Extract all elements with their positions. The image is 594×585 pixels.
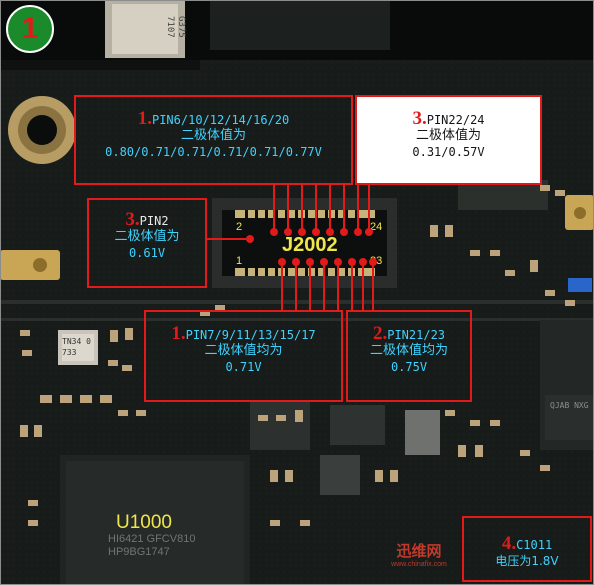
annotation-number: 4. <box>501 533 517 554</box>
annotation-desc: 二极体值为 <box>180 128 246 143</box>
pin-marker <box>320 258 328 266</box>
soc-label: U1000 <box>116 512 172 533</box>
annotation-pin-group-3-left: 3.PIN2 二极体值为 0.61V <box>87 198 207 288</box>
annotation-pins: PIN21/23 <box>387 328 446 342</box>
pointer-line <box>301 184 303 232</box>
pointer-line <box>343 184 345 232</box>
annotation-value: 0.71V <box>225 360 262 374</box>
pointer-line <box>309 262 311 312</box>
step-badge: 1 <box>6 5 54 53</box>
pin-marker <box>246 235 254 243</box>
connector-pin-24-label: 24 <box>370 221 383 233</box>
watermark-url: www.chinafix.com <box>391 561 447 568</box>
pin-marker <box>298 228 306 236</box>
annotation-number: 1. <box>171 323 186 344</box>
pin-marker <box>312 228 320 236</box>
annotation-value: 0.80/0.71/0.71/0.71/0.71/0.77V <box>105 145 322 159</box>
pin-marker <box>359 258 367 266</box>
annotation-number: 2. <box>372 323 388 344</box>
annotation-pin-group-1-top: 1.PIN6/10/12/14/16/20 二极体值为 0.80/0.71/0.… <box>74 95 353 185</box>
pin-marker <box>292 258 300 266</box>
connector-pin-2-label: 2 <box>236 221 243 233</box>
annotation-value: 0.75V <box>390 360 428 374</box>
annotation-value: 0.61V <box>128 246 166 260</box>
pin-marker <box>369 258 377 266</box>
pointer-line <box>273 184 275 232</box>
pointer-line <box>368 184 370 232</box>
top-chip-marking: G375 7107 <box>165 16 186 38</box>
pointer-line <box>337 262 339 312</box>
pin-marker <box>354 228 362 236</box>
annotation-pin-group-3-top: 3.PIN22/24 二极体值为 0.31/0.57V <box>355 95 542 185</box>
pointer-line <box>206 238 246 240</box>
pointer-line <box>281 262 283 312</box>
pin-marker <box>278 258 286 266</box>
pointer-line <box>287 184 289 232</box>
annotation-desc: 二极体值为 <box>114 229 180 244</box>
connector-pin-1-label: 1 <box>236 255 243 267</box>
connector-label: J2002 <box>282 234 338 256</box>
soc-marking: HI6421 GFCV810 HP9BG1747 <box>108 533 196 558</box>
annotation-desc: 电压为1.8V <box>495 554 559 568</box>
annotation-pins: C1011 <box>516 538 553 552</box>
pointer-line <box>329 184 331 232</box>
watermark: 迅维网 www.chinafix.com <box>384 542 454 569</box>
pointer-line <box>323 262 325 312</box>
pin-marker <box>326 228 334 236</box>
pin-marker <box>365 228 373 236</box>
annotation-number: 1. <box>137 108 152 129</box>
annotation-pins: PIN7/9/11/13/15/17 <box>185 328 316 342</box>
annotation-desc: 二极体值均为 <box>369 343 448 358</box>
annotation-pins: PIN22/24 <box>426 113 485 127</box>
annotation-value: 0.31/0.57V <box>412 145 485 159</box>
annotation-c1011: 4.C1011 电压为1.8V <box>462 516 592 582</box>
pointer-line <box>372 262 374 312</box>
pointer-line <box>295 262 297 312</box>
annotation-pin-group-1-bottom: 1.PIN7/9/11/13/15/17 二极体值均为 0.71V <box>144 310 343 402</box>
watermark-logo: 迅维网 <box>396 542 442 560</box>
pointer-line <box>351 262 353 312</box>
annotation-number: 3. <box>125 209 140 230</box>
pointer-line <box>357 184 359 232</box>
crystal-marking: TN34 0733 <box>62 337 91 357</box>
pointer-line <box>362 262 364 312</box>
pin-marker <box>348 258 356 266</box>
pin-marker <box>334 258 342 266</box>
annotation-pins: PIN6/10/12/14/16/20 <box>151 113 290 127</box>
annotation-pin-group-2-bottom: 2.PIN21/23 二极体值均为 0.75V <box>346 310 472 402</box>
step-badge-number: 1 <box>21 12 39 45</box>
pin-marker <box>270 228 278 236</box>
pin-marker <box>340 228 348 236</box>
annotation-desc: 二极体值为 <box>415 128 481 143</box>
right-chip-marking: QJAB NXG <box>550 401 589 410</box>
pin-marker <box>306 258 314 266</box>
pin-marker <box>284 228 292 236</box>
pointer-line <box>315 184 317 232</box>
annotation-number: 3. <box>412 108 427 129</box>
annotation-desc: 二极体值均为 <box>204 343 283 358</box>
annotation-pins: PIN2 <box>139 214 169 228</box>
